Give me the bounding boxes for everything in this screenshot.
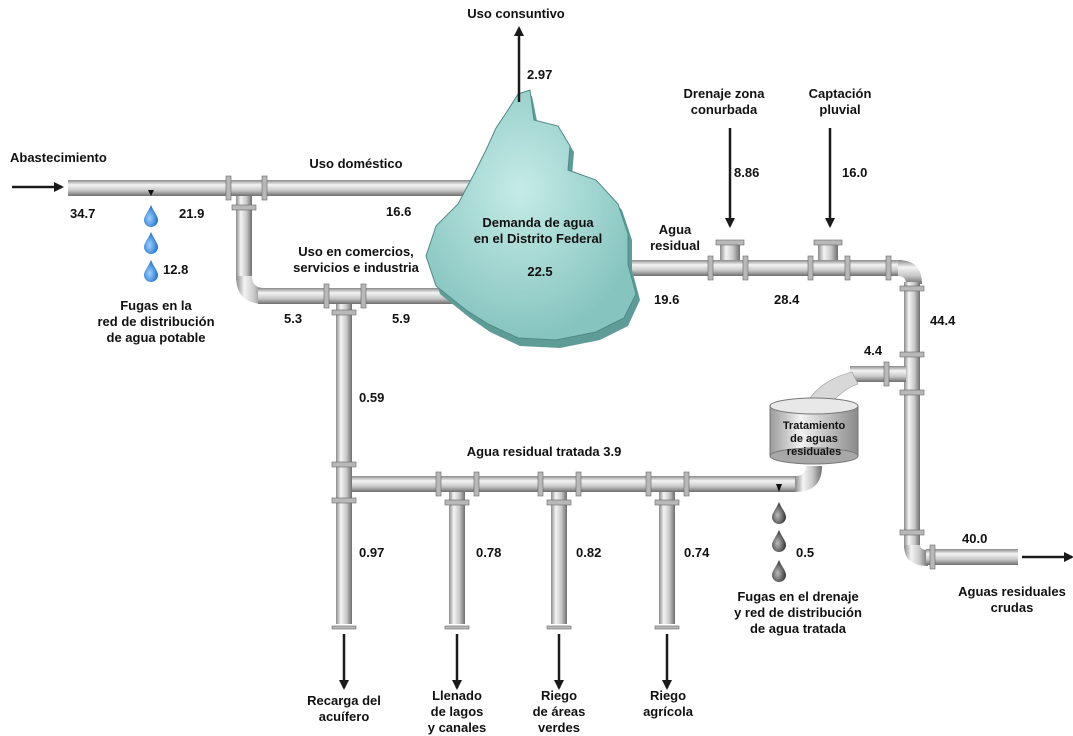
agua-tratada-label: Agua residual tratada 3.9 <box>466 444 622 459</box>
uso-comercios-label-2: servicios e industria <box>293 260 419 275</box>
treatment-tank <box>769 371 859 465</box>
treated-leak-drops <box>772 502 786 582</box>
leak-spout-icon <box>148 190 154 196</box>
pipe-network <box>68 180 1018 624</box>
to-tratamiento-value: 4.4 <box>864 343 883 358</box>
fugas-potable-value: 12.8 <box>163 262 189 277</box>
fugas-red-label-1: Fugas en la <box>120 298 192 313</box>
captacion-label-1: Captación <box>808 86 872 101</box>
aguas-crudas-label-2: crudas <box>990 600 1034 615</box>
abastecimiento-label: Abastecimiento <box>10 150 107 165</box>
domestico-value: 16.6 <box>386 204 412 219</box>
riego-areas-label-1: Riego <box>540 688 578 703</box>
residual-elbow <box>898 260 922 284</box>
residual-pipe <box>632 260 902 276</box>
riego-areas-label-3: verdes <box>538 720 580 735</box>
captacion-label-2: pluvial <box>819 102 861 117</box>
after-leak-value: 21.9 <box>179 206 205 221</box>
vertical-total-value: 44.4 <box>930 313 956 328</box>
comercios-out-value: 5.9 <box>392 311 411 326</box>
recarga-value: 0.97 <box>359 545 385 560</box>
leak-spout-icon-2 <box>776 484 782 492</box>
treatment-branch-pipe <box>850 366 906 382</box>
recarga-label-2: acuífero <box>318 709 370 724</box>
residual-inlets <box>715 239 843 260</box>
demanda-label-2: en el Distrito Federal <box>473 231 603 246</box>
uso-domestico-label: Uso doméstico <box>309 156 403 171</box>
tratamiento-label-2: de aguas <box>790 433 838 445</box>
uso-consuntivo-value: 2.97 <box>527 67 553 82</box>
recarga-label-1: Recarga del <box>307 693 381 708</box>
agua-residual-label-1: Agua <box>658 222 692 237</box>
flow-arrows <box>12 26 1073 690</box>
right-vertical-pipe <box>904 282 920 547</box>
tratamiento-label-1: Tratamiento <box>782 420 846 432</box>
crudas-value: 40.0 <box>962 531 988 546</box>
bottom-elbow <box>904 545 928 566</box>
abastecimiento-value: 34.7 <box>70 206 96 221</box>
drenaje-value: 8.86 <box>734 165 760 180</box>
captacion-value: 16.0 <box>842 165 868 180</box>
fugas-red-label-3: de agua potable <box>106 330 206 345</box>
fugas-drenaje-label-1: Fugas en el drenaje <box>737 589 859 604</box>
uso-consuntivo-label: Uso consuntivo <box>467 6 565 21</box>
riego-areas-label-2: de áreas <box>532 704 586 719</box>
comercios-drop-pipe <box>236 196 252 280</box>
riego-agricola-label-2: agrícola <box>643 704 693 719</box>
to-tratada-value: 0.59 <box>359 390 385 405</box>
riego-areas-value: 0.82 <box>576 545 602 560</box>
region-shape <box>425 89 637 341</box>
demanda-label-1: Demanda de agua <box>482 215 594 230</box>
llenado-label-2: de lagos <box>430 704 484 719</box>
riego-agricola-label-1: Riego <box>649 688 687 703</box>
distrito-federal-region <box>425 89 640 348</box>
llenado-label-1: Llenado <box>432 688 482 703</box>
drenaje-label-2: conurbada <box>690 102 758 117</box>
demanda-value: 22.5 <box>527 264 553 279</box>
pipe-couplings <box>225 175 936 630</box>
comercios-in-value: 5.3 <box>284 311 303 326</box>
residual-mid-value: 28.4 <box>774 292 800 307</box>
riego-agricola-pipe <box>659 492 675 624</box>
comercios-elbow <box>236 276 264 304</box>
riego-agricola-value: 0.74 <box>684 545 710 560</box>
fugas-drenaje-label-3: de agua tratada <box>749 621 847 636</box>
fugas-red-label-2: red de distribución <box>97 314 215 329</box>
agua-residual-label-2: residual <box>650 238 700 253</box>
supply-pipe <box>68 180 488 196</box>
llenado-label-3: y canales <box>427 720 487 735</box>
uso-comercios-label-1: Uso en comercios, <box>298 244 414 259</box>
treated-elbow <box>795 466 822 492</box>
tratamiento-label-3: residuales <box>786 446 842 458</box>
outlet-pipe <box>926 549 1018 565</box>
residual-out-value: 19.6 <box>654 292 680 307</box>
aguas-crudas-label-1: Aguas residuales <box>958 584 1066 599</box>
llenado-value: 0.78 <box>476 545 502 560</box>
riego-areas-pipe <box>551 492 567 624</box>
fugas-drenaje-label-2: y red de distribución <box>734 605 862 620</box>
treated-pipe <box>352 476 797 492</box>
fugas-tratada-value: 0.5 <box>796 545 815 560</box>
drenaje-label-1: Drenaje zona <box>683 86 765 101</box>
llenado-pipe <box>449 492 465 624</box>
potable-leak-drops <box>144 205 158 282</box>
